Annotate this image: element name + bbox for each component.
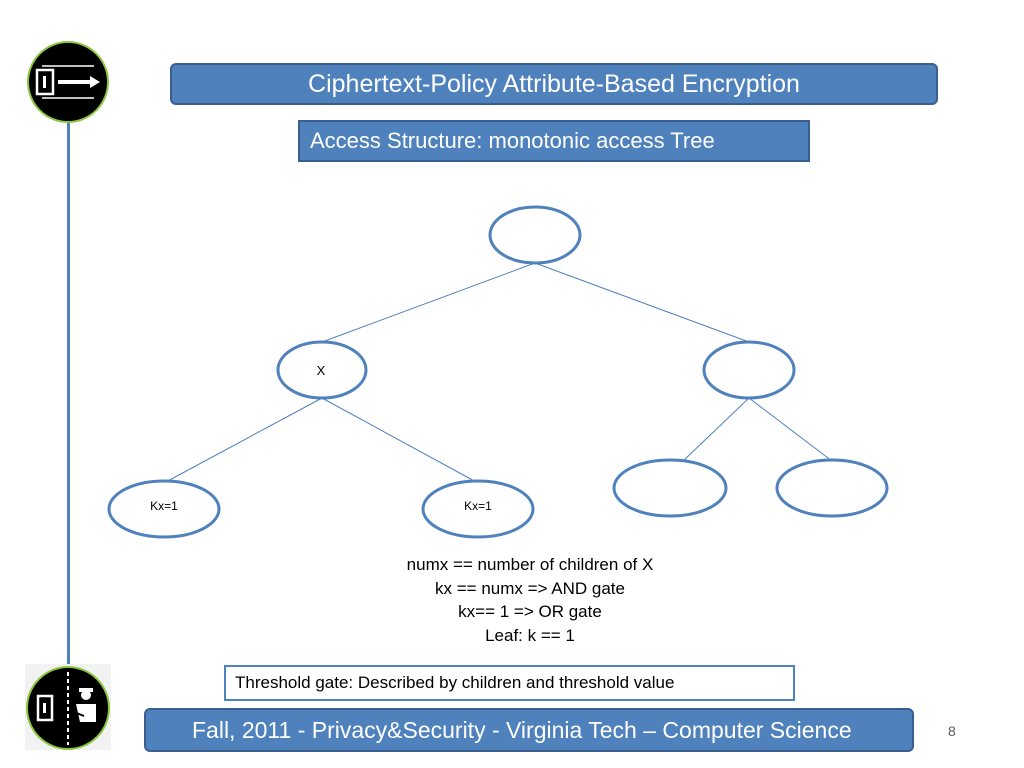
note-line: numx == number of children of X (406, 555, 654, 574)
door-exit-icon (27, 41, 109, 123)
tree-leaf-right1 (612, 458, 728, 518)
threshold-text: Threshold gate: Described by children an… (235, 673, 675, 692)
tree-node-x (276, 340, 368, 400)
left-rail-line (67, 122, 70, 670)
edge-right-child1 (682, 397, 750, 462)
node-x-label: X (317, 363, 326, 378)
threshold-description: Threshold gate: Described by children an… (224, 665, 795, 701)
tree-leaf-right2 (775, 458, 889, 518)
tree-leaf-middle (421, 479, 535, 539)
edge-x-rightleaf (321, 397, 479, 484)
edge-right-child2 (748, 397, 833, 462)
tree-leaf-left (107, 479, 221, 539)
edge-root-left (321, 262, 536, 343)
gate-notes: numx == number of children of X kx == nu… (330, 553, 730, 647)
tree-root-node (488, 205, 582, 265)
note-line: kx == numx => AND gate (435, 578, 625, 598)
leaf-left-label: Kx=1 (150, 499, 178, 513)
edge-x-leftleaf (163, 397, 323, 484)
slide-footer: Fall, 2011 - Privacy&Security - Virginia… (144, 708, 914, 752)
slide-title: Ciphertext-Policy Attribute-Based Encryp… (170, 63, 938, 105)
slide-title-text: Ciphertext-Policy Attribute-Based Encryp… (308, 69, 800, 98)
slide-subtitle-text: Access Structure: monotonic access Tree (310, 128, 715, 153)
footer-text: Fall, 2011 - Privacy&Security - Virginia… (192, 716, 852, 743)
slide-subtitle: Access Structure: monotonic access Tree (298, 120, 810, 162)
officer-checkpoint-icon (25, 664, 111, 750)
note-line: kx== 1 => OR gate (458, 602, 602, 621)
note-line: Leaf: k == 1 (485, 625, 575, 645)
tree-node-right (702, 340, 796, 400)
leaf-middle-label: Kx=1 (464, 499, 492, 513)
edge-root-right (534, 262, 750, 343)
page-number: 8 (948, 723, 956, 739)
